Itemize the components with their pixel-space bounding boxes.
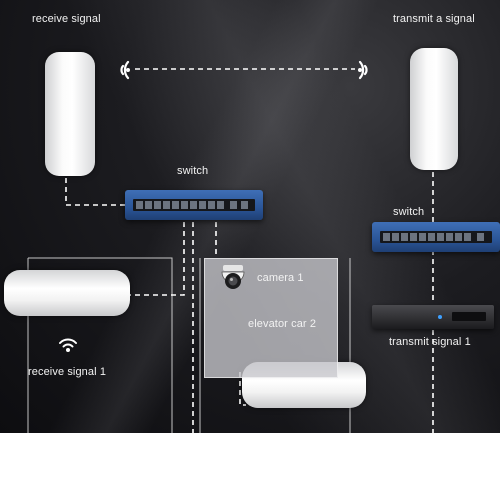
- cpe-receive-bottom: [4, 270, 130, 316]
- label-switch-right: switch: [393, 206, 425, 218]
- label-transmit-signal: transmit a signal: [393, 13, 475, 25]
- network-diagram: receive signal transmit a signal switch …: [0, 0, 500, 433]
- label-camera: camera 1: [257, 272, 304, 284]
- link-car-to-cpe: [239, 372, 246, 406]
- label-receive-signal: receive signal: [32, 13, 101, 25]
- switch-ports: [133, 199, 255, 211]
- switch-right: [372, 222, 500, 252]
- label-receive-signal-1: receive signal 1: [28, 366, 107, 378]
- wifi-waves-up-icon: [59, 338, 77, 352]
- dome-camera-icon: [221, 265, 245, 289]
- label-transmit-signal-1: transmit signal 1: [389, 336, 471, 348]
- switch-ports: [380, 231, 492, 243]
- cpe-receive-top: [45, 52, 95, 176]
- nvr-panel: [452, 312, 486, 321]
- cpe-transmit-top: [410, 48, 458, 170]
- switch-top: [125, 190, 263, 220]
- bottom-blank-area: [0, 433, 500, 500]
- wifi-waves-left-icon: [120, 60, 130, 80]
- label-switch-top: switch: [177, 165, 209, 177]
- link-switch-to-cpe-left-bottom: [130, 222, 185, 296]
- nvr-recorder: [372, 305, 494, 329]
- nvr-status-light: [438, 315, 442, 319]
- wifi-waves-right-icon: [358, 60, 368, 80]
- link-cpe-left-to-switch: [65, 178, 126, 206]
- label-elevator-car: elevator car 2: [248, 318, 317, 330]
